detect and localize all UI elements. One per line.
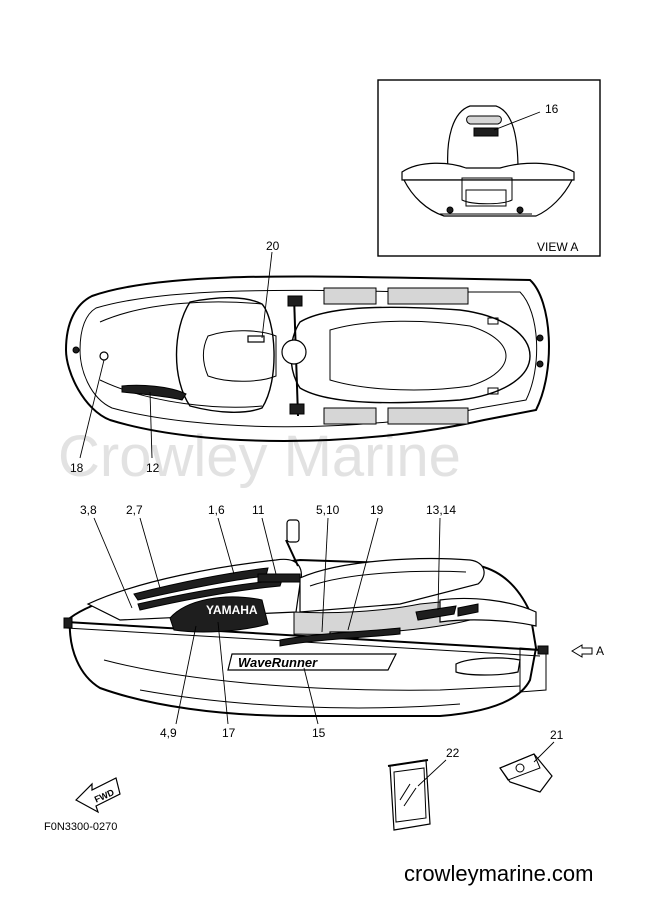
yamaha-decal-text: YAMAHA bbox=[206, 603, 258, 617]
fwd-arrow-icon bbox=[75, 777, 121, 814]
callout-11: 11 bbox=[252, 503, 265, 517]
callout-19: 19 bbox=[370, 503, 384, 517]
callout-13-14: 13,14 bbox=[426, 503, 456, 517]
leader-13-14 bbox=[437, 517, 441, 611]
leader-16 bbox=[493, 111, 541, 131]
view-a-inset: 16 VIEW A bbox=[377, 79, 601, 257]
view-a-label: VIEW A bbox=[537, 240, 578, 254]
callout-18: 18 bbox=[70, 461, 84, 475]
callout-15: 15 bbox=[312, 726, 326, 740]
callout-1-6: 1,6 bbox=[208, 503, 225, 517]
leader-4-9 bbox=[175, 625, 197, 725]
leader-18 bbox=[79, 359, 105, 459]
leader-20 bbox=[261, 251, 273, 339]
leader-3-8 bbox=[93, 517, 133, 609]
part-21-drawing bbox=[499, 753, 553, 793]
leader-11 bbox=[261, 517, 277, 575]
leader-21 bbox=[533, 741, 555, 763]
view-a-arrow-icon bbox=[571, 644, 593, 658]
decal-16 bbox=[473, 127, 499, 137]
leader-1-6 bbox=[217, 517, 235, 575]
waverunner-decal bbox=[227, 653, 397, 671]
callout-2-7: 2,7 bbox=[126, 503, 143, 517]
callout-21: 21 bbox=[550, 728, 564, 742]
figure-code: F0N3300-0270 bbox=[44, 821, 117, 833]
leader-12 bbox=[149, 391, 153, 459]
leader-15 bbox=[303, 667, 319, 725]
view-a-stern-drawing bbox=[401, 105, 575, 217]
leader-17 bbox=[217, 621, 229, 725]
top-view-watercraft bbox=[64, 275, 550, 442]
callout-3-8: 3,8 bbox=[80, 503, 97, 517]
callout-4-9: 4,9 bbox=[160, 726, 177, 740]
callout-20: 20 bbox=[266, 239, 280, 253]
leader-2-7 bbox=[139, 517, 161, 589]
view-a-arrow-label: A bbox=[596, 644, 604, 658]
website-label: crowleymarine.com bbox=[404, 861, 594, 886]
leader-19 bbox=[347, 517, 379, 631]
callout-12: 12 bbox=[146, 461, 160, 475]
leader-22 bbox=[417, 759, 447, 787]
waverunner-decal-text: WaveRunner bbox=[238, 655, 318, 670]
view-a-frame bbox=[377, 79, 601, 257]
side-view-watercraft bbox=[63, 519, 549, 717]
leader-5-10 bbox=[321, 517, 329, 633]
callout-16: 16 bbox=[545, 102, 559, 116]
part-22-drawing bbox=[387, 759, 431, 831]
callout-22: 22 bbox=[446, 746, 460, 760]
callout-5-10: 5,10 bbox=[316, 503, 340, 517]
callout-17: 17 bbox=[222, 726, 236, 740]
